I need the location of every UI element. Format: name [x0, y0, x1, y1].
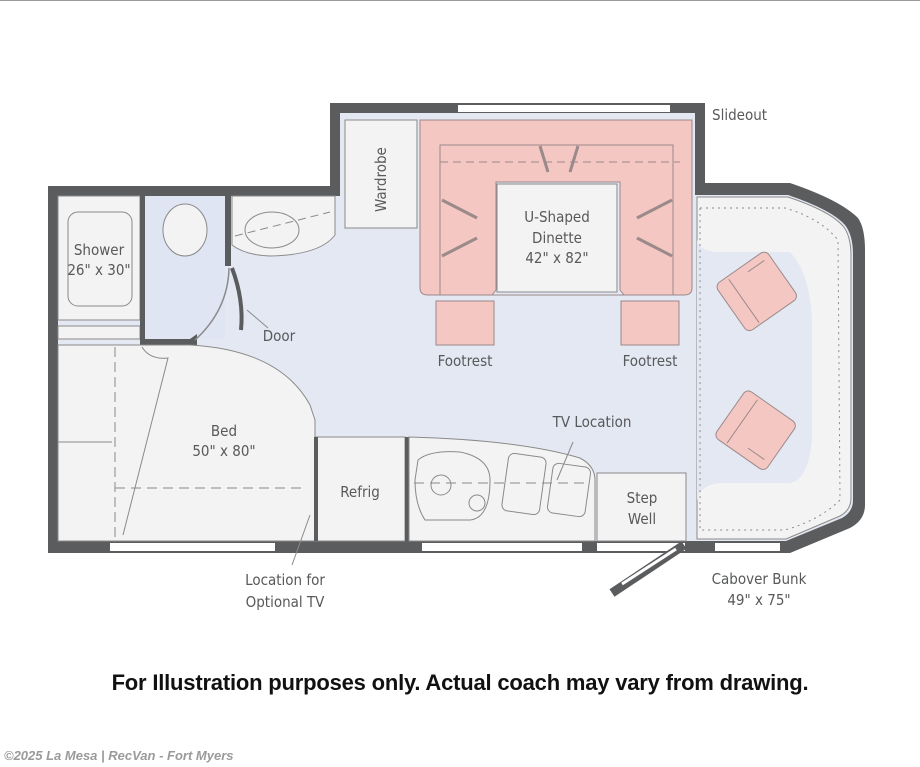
label-dinette-2: Dinette	[532, 229, 582, 247]
label-footrest-right: Footrest	[623, 352, 678, 370]
toilet-room	[140, 196, 269, 345]
wardrobe	[344, 119, 418, 229]
lavatory-sink	[231, 195, 336, 257]
label-well: Well	[628, 510, 656, 528]
toilet-icon	[162, 203, 208, 257]
label-cabover-bunk: Cabover Bunk	[712, 570, 807, 588]
sink-icon	[244, 211, 300, 249]
galley-sink-icon	[501, 452, 547, 516]
footrest-left	[435, 300, 495, 346]
label-optional-tv-1: Location for	[245, 571, 325, 589]
label-refrig: Refrig	[340, 483, 380, 501]
step-well	[596, 472, 687, 542]
dinette	[419, 119, 693, 346]
bed	[57, 344, 316, 542]
label-bed-size: 50" x 80"	[192, 442, 255, 460]
copyright-watermark: ©2025 La Mesa | RecVan - Fort Myers	[4, 748, 234, 763]
dinette-table	[496, 183, 618, 293]
label-dinette-1: U-Shaped	[524, 208, 590, 226]
label-tv-location: TV Location	[552, 413, 632, 431]
label-shower-size: 26" x 30"	[67, 261, 130, 279]
cab-area	[696, 196, 852, 540]
top-border	[0, 0, 920, 1]
stove-icon	[414, 451, 491, 521]
label-slideout: Slideout	[712, 106, 767, 124]
label-door: Door	[263, 327, 296, 345]
disclaimer-caption: For Illustration purposes only. Actual c…	[111, 670, 809, 695]
galley-counter	[408, 436, 596, 542]
entry-door	[609, 541, 687, 597]
label-shower: Shower	[74, 241, 125, 259]
label-dinette-size: 42" x 82"	[525, 249, 588, 267]
label-step: Step	[627, 489, 658, 507]
label-wardrobe: Wardrobe	[372, 147, 390, 212]
label-footrest-left: Footrest	[438, 352, 493, 370]
label-bed: Bed	[211, 422, 237, 440]
cab-seat-passenger	[716, 251, 797, 332]
windows	[110, 105, 780, 551]
label-optional-tv-2: Optional TV	[246, 593, 326, 611]
door-swing	[230, 267, 244, 331]
label-cabover-size: 49" x 75"	[727, 591, 790, 609]
shower	[57, 195, 145, 346]
footrest-right	[620, 300, 680, 346]
cab-seat-driver	[715, 390, 796, 470]
